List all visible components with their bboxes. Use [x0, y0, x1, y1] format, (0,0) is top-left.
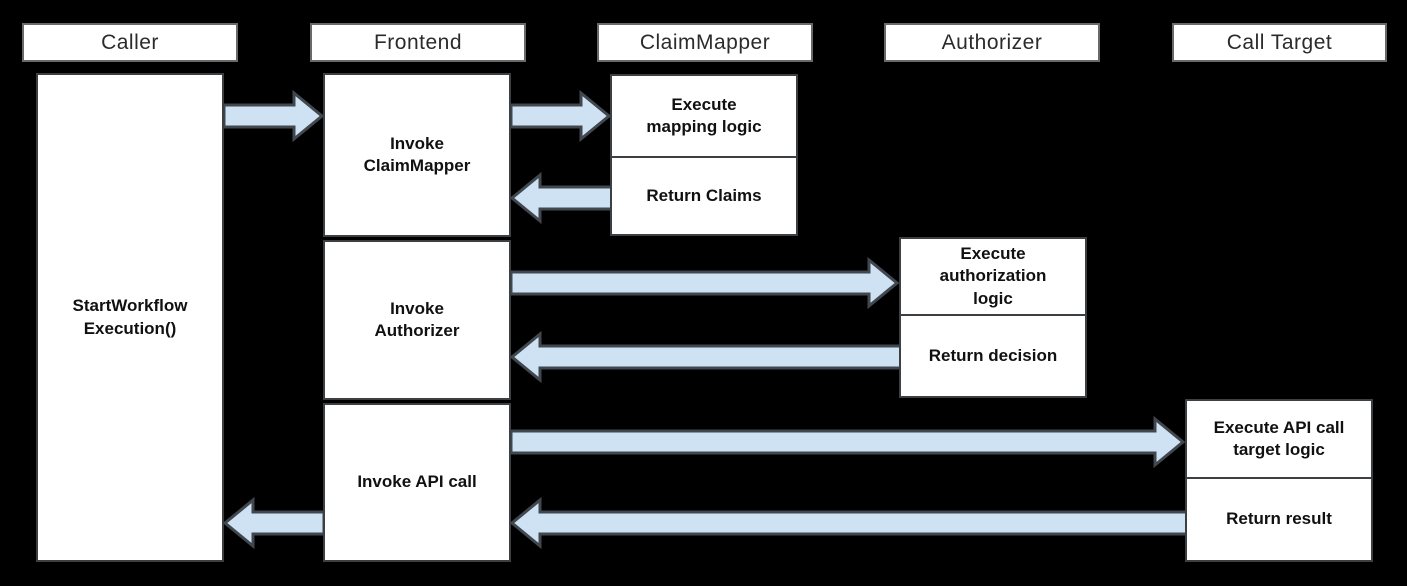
task-execute-authorization-logic: Execute authorization logic [899, 237, 1087, 316]
lane-header-authorizer: Authorizer [884, 23, 1100, 62]
task-return-result: Return result [1185, 477, 1373, 562]
lane-header-frontend: Frontend [310, 23, 526, 62]
lane-header-claimmapper: ClaimMapper [597, 23, 813, 62]
task-invoke-api-call: Invoke API call [323, 403, 511, 562]
arrow-frontend-to-calltarget [509, 415, 1186, 469]
arrow-authorizer-to-frontend [509, 330, 903, 384]
task-execute-mapping-logic: Execute mapping logic [610, 74, 798, 158]
arrow-caller-to-frontend [222, 89, 325, 143]
task-execute-api-call-target-logic: Execute API call target logic [1185, 399, 1373, 479]
task-return-claims: Return Claims [610, 156, 798, 236]
lane-header-caller: Caller [22, 23, 238, 62]
arrow-frontend-to-authorizer [509, 256, 900, 310]
task-return-decision: Return decision [899, 314, 1087, 398]
arrow-frontend-to-claimmapper [509, 89, 612, 143]
task-start-workflow-execution: StartWorkflow Execution() [36, 73, 224, 562]
arrow-calltarget-to-frontend [509, 496, 1189, 550]
arrow-claimmapper-to-frontend [509, 171, 614, 225]
lane-header-call-target: Call Target [1172, 23, 1387, 62]
task-invoke-authorizer: Invoke Authorizer [323, 240, 511, 400]
arrow-frontend-to-caller [222, 496, 326, 550]
task-invoke-claimmapper: Invoke ClaimMapper [323, 73, 511, 237]
